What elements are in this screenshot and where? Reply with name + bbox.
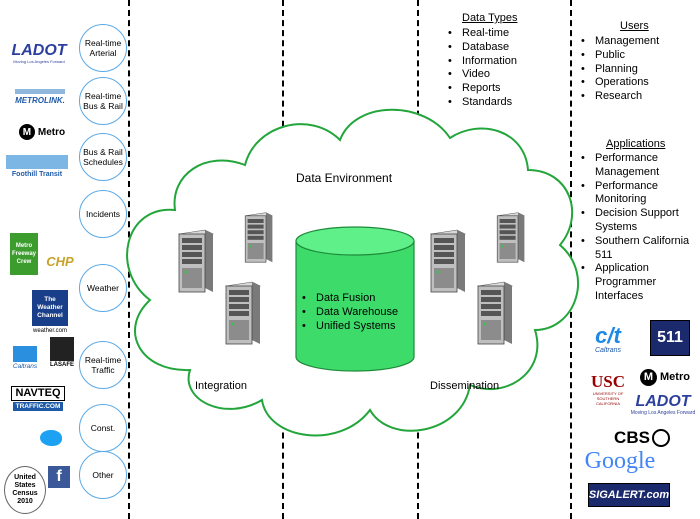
application-item: Performance Management [579,152,695,180]
applications-heading: Applications [606,138,666,150]
user-item: Operations [579,76,659,90]
metro-freeway-crew-logo: Metro Freeway Crew [10,233,38,275]
source-circle-3: Bus & Rail Schedules [79,133,127,181]
source-circle-4: Incidents [79,190,127,238]
source-label: Const. [90,423,116,433]
usc-logo: USC UNIVERSITY OF SOUTHERN CALIFORNIA [590,371,625,406]
source-circle-5: Weather [79,264,127,312]
census-logo: United States Census 2010 [4,466,46,514]
data-type-item: Real-time [446,27,517,41]
server-icon [494,210,526,268]
data-type-item: Reports [446,82,517,96]
users-heading: Users [620,20,649,32]
source-label: Real-time Bus & Rail [83,91,123,111]
ladot-logo: LADOT Moving Los Angeles Forward [630,393,696,417]
source-label: Real-time Arterial [84,38,122,58]
data-type-item: Video [446,68,517,82]
application-item: Southern California 511 [579,235,695,263]
server-icon [474,280,514,350]
source-label: Incidents [85,209,121,219]
google-logo: Google [584,447,656,474]
server-icon [242,210,274,268]
server-icon [222,280,262,350]
lasafe-logo: LASAFE [48,334,76,370]
metrolink-logo: METROLINK. [12,85,68,109]
caltrans-logo: Caltrans [8,344,42,372]
source-circle-7: Const. [79,404,127,452]
database-item: Data Fusion [300,292,398,306]
source-circle-2: Real-time Bus & Rail [79,77,127,125]
data-type-item: Standards [446,96,517,110]
facebook-icon: f [48,466,70,488]
application-item: Performance Monitoring [579,180,695,208]
applications-list: Performance ManagementPerformance Monito… [579,152,695,304]
cbs-logo: CBS [613,428,671,448]
metro-logo: M Metro [636,367,694,387]
source-label: Bus & Rail Schedules [83,147,123,167]
application-item: Decision Support Systems [579,207,695,235]
foothill-transit-logo: Foothill Transit [6,150,68,182]
server-icon [427,228,467,298]
data-types-heading: Data Types [462,12,518,24]
data-type-item: Information [446,55,517,69]
source-label: Real-time Traffic [84,355,122,375]
database-item: Unified Systems [300,320,398,334]
caltrans-logo: c/t Caltrans [594,322,622,354]
source-circle-6: Real-time Traffic [79,341,127,389]
application-item: Application Programmer Interfaces [579,262,695,303]
source-circle-1: Real-time Arterial [79,24,127,72]
chp-logo: CHP [46,253,74,269]
user-item: Management [579,35,659,49]
user-item: Public [579,49,659,63]
database-items: Data FusionData WarehouseUnified Systems [300,292,398,333]
data-types-list: Real-timeDatabaseInformationVideoReports… [446,27,517,110]
integration-label: Integration [195,380,247,392]
twitter-bird-icon [38,428,64,448]
cloud-title: Data Environment [296,171,393,185]
data-type-item: Database [446,41,517,55]
server-icon [175,228,215,298]
ca511-logo: 511 [650,320,690,356]
user-item: Planning [579,63,659,77]
source-label: Other [92,470,114,480]
sigalert-logo: SIGALERT.com [588,483,670,507]
source-label: Weather [87,283,119,293]
source-circle-8: Other [79,451,127,499]
user-item: Research [579,90,659,104]
dissemination-label: Dissemination [430,380,500,392]
database-item: Data Warehouse [300,306,398,320]
users-list: ManagementPublicPlanningOperationsResear… [579,35,659,104]
